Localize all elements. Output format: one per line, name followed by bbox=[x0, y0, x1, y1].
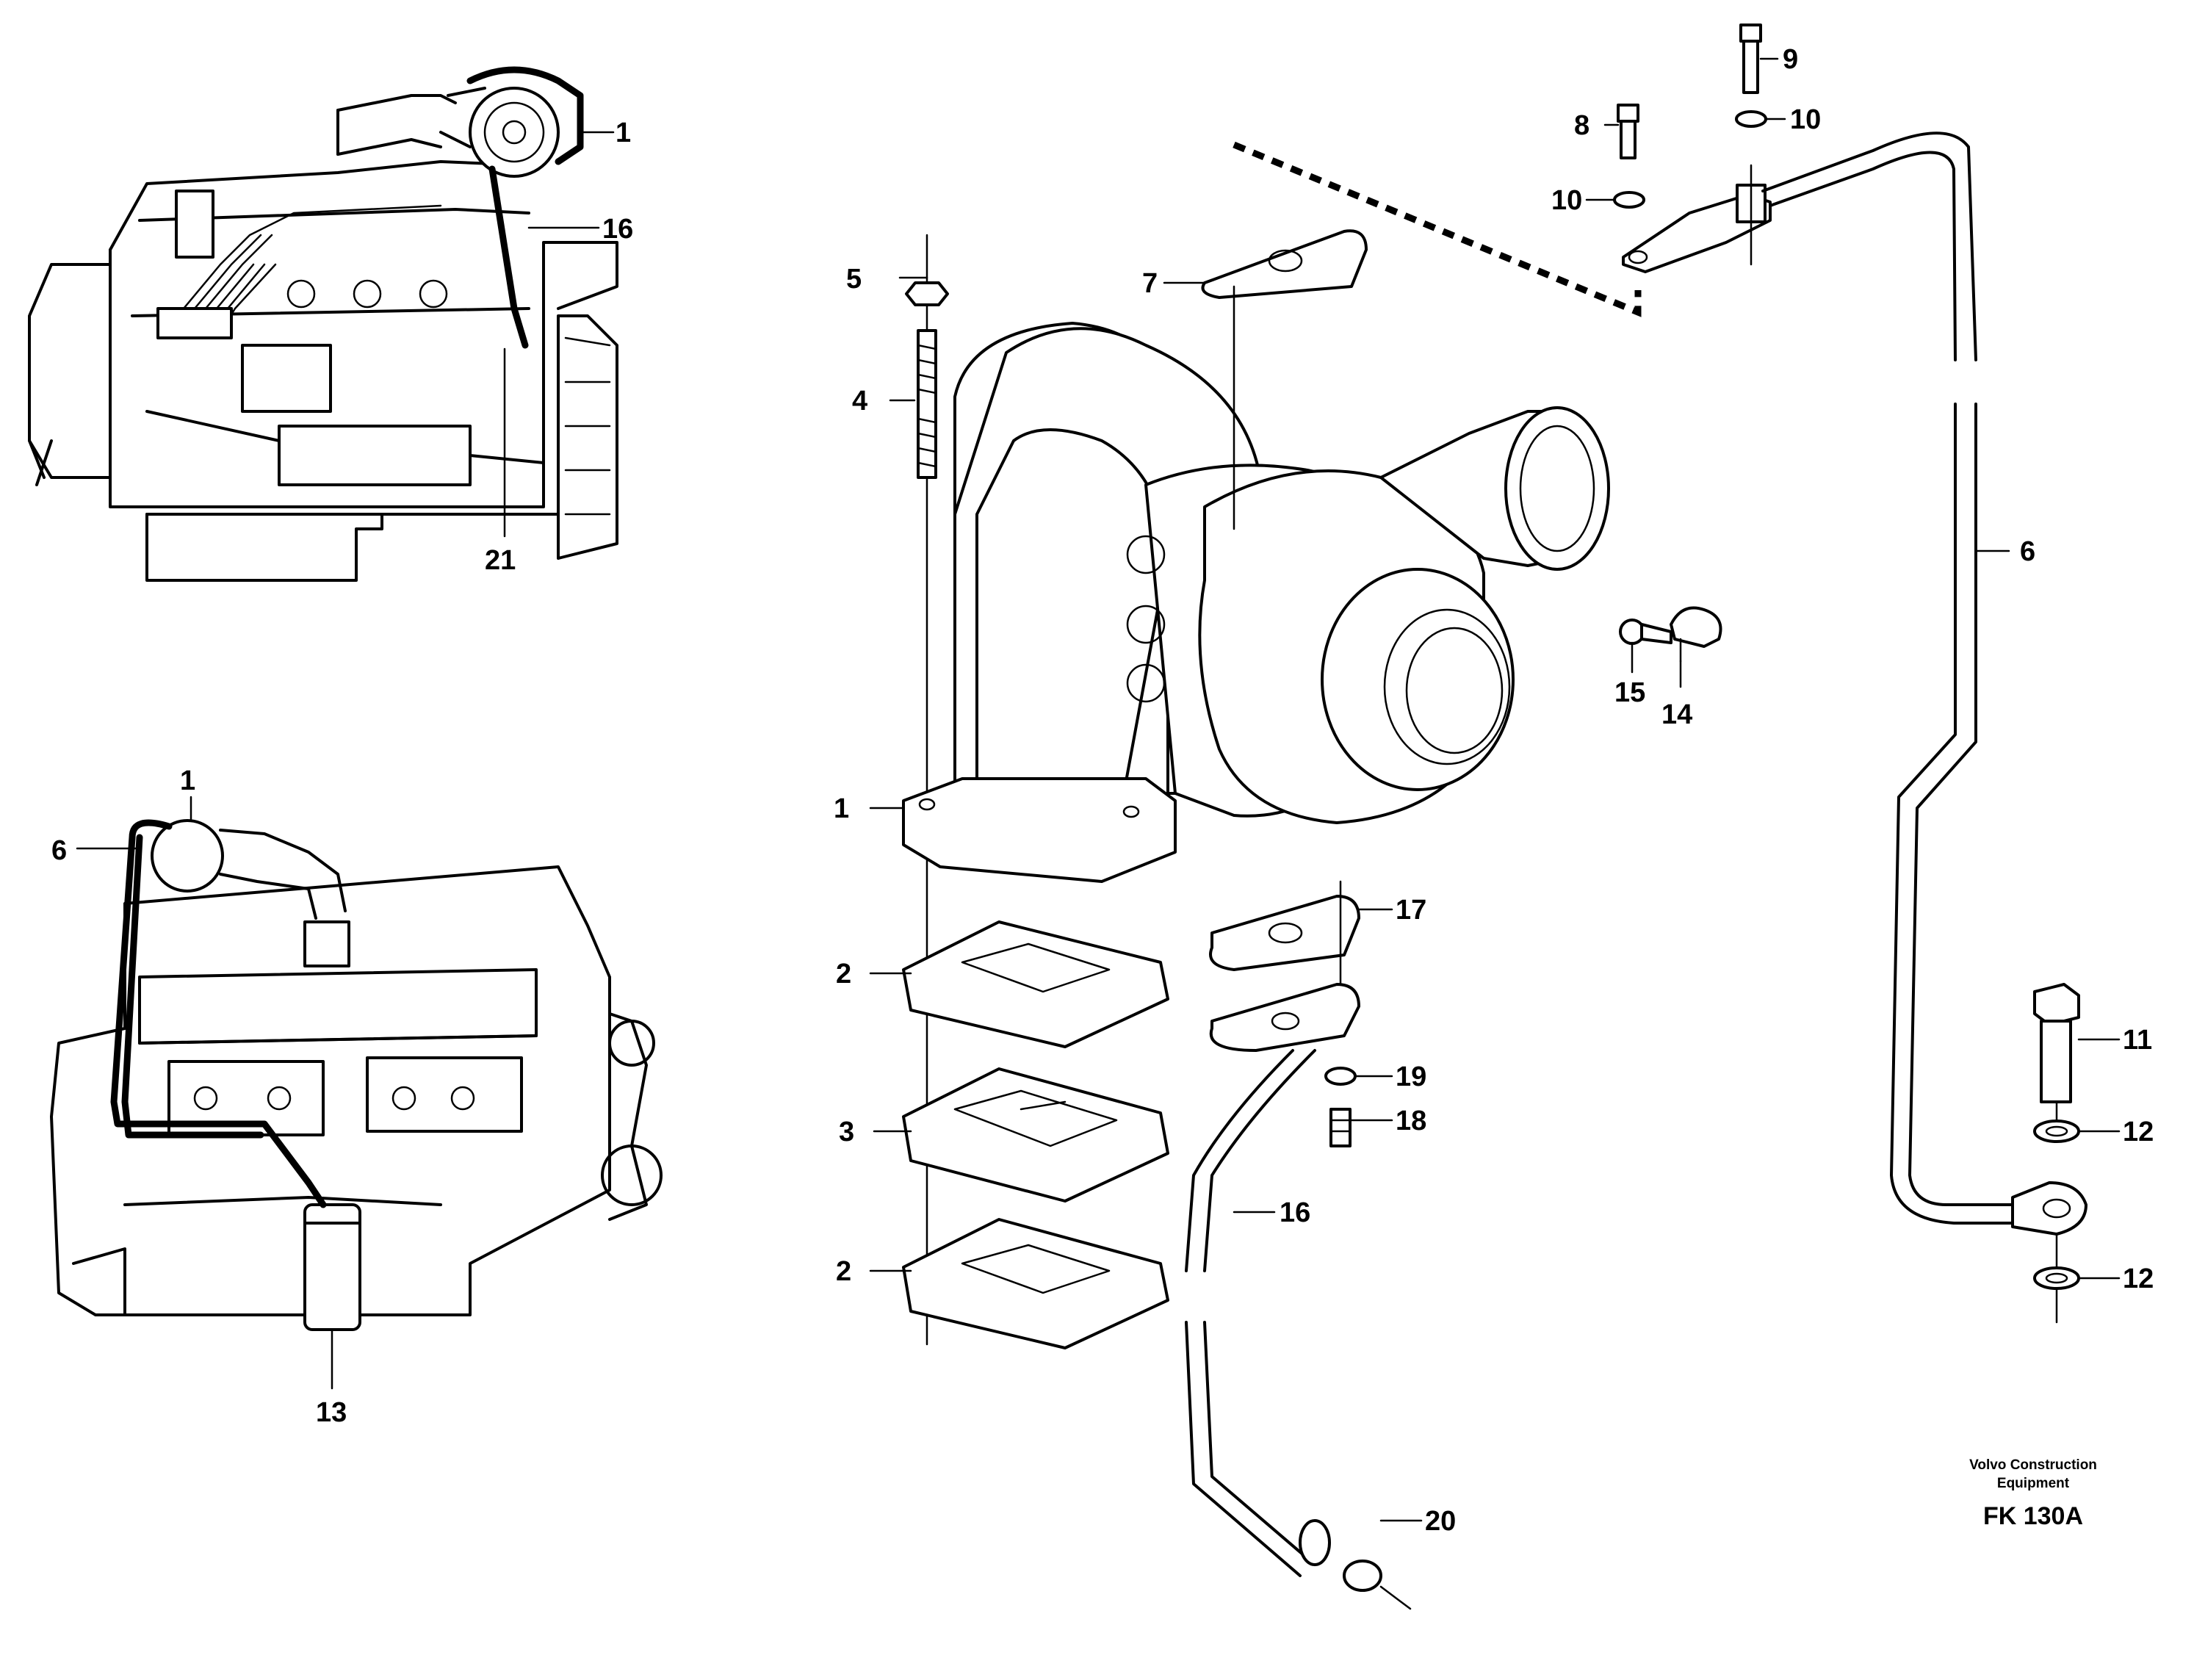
callout-18: 18 bbox=[1396, 1106, 1426, 1136]
callout-10-right: 10 bbox=[1790, 104, 1821, 135]
callout-21: 21 bbox=[485, 545, 516, 576]
callout-8: 8 bbox=[1574, 110, 1589, 141]
footer-block: Volvo Construction Equipment FK 130A bbox=[1969, 1457, 2097, 1530]
engine-view-bottom bbox=[50, 796, 663, 1390]
callout-3: 3 bbox=[839, 1117, 854, 1147]
callout-19: 19 bbox=[1396, 1061, 1426, 1092]
exploded-view bbox=[902, 24, 2087, 1610]
callout-1-main: 1 bbox=[834, 793, 849, 824]
leader-lines bbox=[869, 57, 2121, 1522]
footer-line-2: Equipment bbox=[1997, 1476, 2070, 1491]
callout-1-bottom: 1 bbox=[180, 765, 195, 796]
callout-9: 9 bbox=[1783, 44, 1798, 75]
callout-labels: 1 16 21 1 6 13 5 4 7 1 2 3 2 8 9 10 10 6… bbox=[51, 44, 2154, 1537]
engine-view-top bbox=[28, 66, 618, 582]
callout-10-left: 10 bbox=[1551, 185, 1582, 216]
callout-6-bottom: 6 bbox=[51, 835, 67, 866]
callout-2-upper: 2 bbox=[836, 959, 851, 989]
callout-16-main: 16 bbox=[1280, 1197, 1310, 1228]
callout-12-lower: 12 bbox=[2123, 1263, 2154, 1294]
callout-6-main: 6 bbox=[2020, 536, 2035, 567]
footer-line-1: Volvo Construction bbox=[1969, 1457, 2097, 1473]
callout-20: 20 bbox=[1425, 1506, 1456, 1537]
callout-14: 14 bbox=[1661, 699, 1692, 730]
callout-16-top: 16 bbox=[602, 214, 633, 245]
callout-4: 4 bbox=[852, 386, 867, 417]
callout-2-lower: 2 bbox=[836, 1256, 851, 1287]
callout-12-upper: 12 bbox=[2123, 1117, 2154, 1147]
callout-1-top: 1 bbox=[616, 118, 631, 148]
callout-7: 7 bbox=[1142, 268, 1158, 299]
figure-code: FK 130A bbox=[1983, 1502, 2083, 1530]
callout-11: 11 bbox=[2123, 1025, 2152, 1056]
callout-17: 17 bbox=[1396, 895, 1426, 926]
callout-5: 5 bbox=[846, 264, 862, 295]
callout-13: 13 bbox=[316, 1397, 347, 1428]
callout-15: 15 bbox=[1614, 677, 1645, 708]
